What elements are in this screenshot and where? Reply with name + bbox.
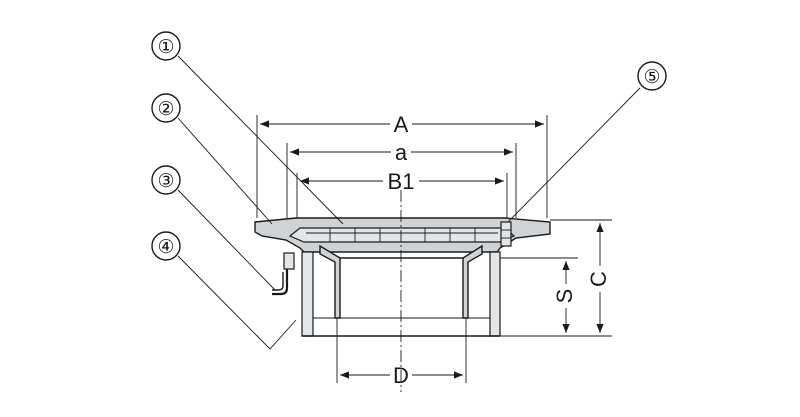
dimension-labels: A a B1 C S D <box>383 112 611 388</box>
right-bolt <box>500 221 512 247</box>
leader-lines <box>177 55 641 350</box>
dim-S-label: S <box>552 289 577 304</box>
dim-B1-label: B1 <box>388 169 415 194</box>
callouts: ① ② ③ ④ ⑤ <box>151 31 667 261</box>
dim-C-label: C <box>586 271 611 287</box>
drain-body <box>254 217 551 337</box>
callout-2: ② <box>157 99 174 120</box>
dim-a-label: a <box>395 140 408 165</box>
grating <box>288 227 516 243</box>
extension-lines <box>256 115 612 383</box>
left-bracket <box>272 269 289 296</box>
callout-1: ① <box>157 37 174 58</box>
dim-A-label: A <box>394 112 409 137</box>
callout-3: ③ <box>157 171 174 192</box>
left-screw <box>283 252 295 270</box>
callout-4: ④ <box>157 237 174 258</box>
callout-5: ⑤ <box>643 67 660 88</box>
